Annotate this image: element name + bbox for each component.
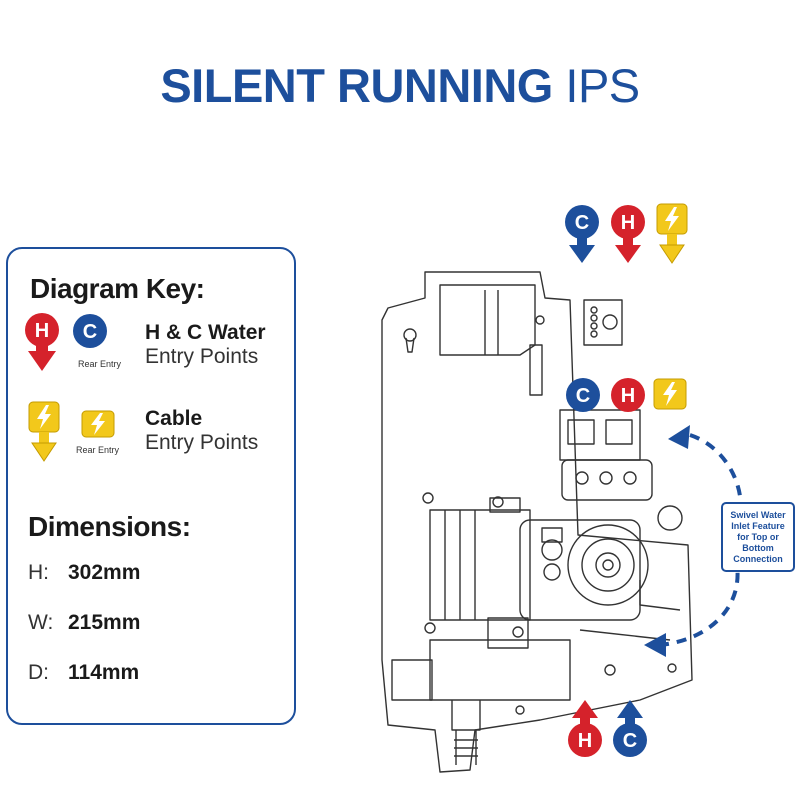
cold-water-rear-icon: C	[73, 314, 107, 348]
page-title: SILENT RUNNING IPS	[0, 58, 800, 113]
cable-down-icon	[28, 401, 60, 462]
pump-impeller	[567, 524, 649, 606]
dimension-value: 302mm	[68, 561, 141, 584]
callout-line: Swivel Water	[730, 510, 786, 520]
dimension-value: 114mm	[68, 661, 140, 684]
swivel-curved-arrow-icon	[644, 425, 743, 657]
swivel-inlet-callout: Swivel Water Inlet Feature for Top or Bo…	[721, 502, 795, 572]
unit-casing	[381, 271, 693, 773]
hot-water-top-entry-icon: H	[611, 205, 645, 263]
inlet-manifold	[559, 409, 641, 461]
motor	[429, 509, 531, 621]
cable-rear-entry-icon	[653, 378, 687, 410]
dimension-label: D:	[28, 661, 49, 684]
title-main: SILENT RUNNING	[160, 59, 553, 112]
hot-letter: H	[621, 212, 635, 234]
cable-rear-entry-label: Rear Entry	[76, 445, 120, 455]
dimension-width: W: 215mm	[28, 611, 140, 635]
cold-water-rear-entry-icon: C	[566, 378, 600, 412]
cold-letter: C	[83, 321, 97, 343]
unit-technical-drawing	[381, 271, 693, 773]
cold-water-bottom-entry-icon: C	[613, 700, 647, 757]
cable-rear-icon	[81, 410, 115, 438]
cable-label: Cable	[145, 407, 203, 430]
hot-letter: H	[621, 385, 635, 407]
terminal-housing	[439, 284, 536, 356]
cold-letter: C	[575, 212, 589, 234]
dimension-label: H:	[28, 561, 49, 584]
hot-water-rear-entry-icon: H	[611, 378, 645, 412]
dimensions-heading: Dimensions:	[28, 511, 191, 542]
terminal-block	[583, 299, 623, 346]
dimension-height: H: 302mm	[28, 561, 140, 585]
dimension-value: 215mm	[68, 611, 141, 634]
cable-top-entry-icon	[656, 203, 688, 264]
pump-body	[519, 519, 641, 621]
callout-line: for Top or	[737, 532, 779, 542]
callout-line: Bottom	[742, 543, 774, 553]
cable-label-sub: Entry Points	[145, 431, 259, 454]
dimension-label: W:	[28, 611, 54, 634]
dimension-depth: D: 114mm	[28, 661, 139, 685]
cold-water-top-entry-icon: C	[565, 205, 599, 263]
hot-water-bottom-entry-icon: H	[568, 700, 602, 757]
hot-letter: H	[35, 320, 49, 342]
title-suffix: IPS	[565, 59, 640, 112]
callout-line: Connection	[733, 554, 783, 564]
cold-letter: C	[623, 730, 637, 752]
water-label: H & C Water	[145, 321, 266, 344]
diagram-key-heading: Diagram Key:	[30, 273, 205, 304]
mounting-keyhole	[403, 328, 417, 342]
water-label-sub: Entry Points	[145, 345, 259, 368]
water-rear-entry-label: Rear Entry	[78, 359, 122, 369]
hot-water-down-icon: H	[25, 313, 59, 371]
diagram-key-panel: Diagram Key: H C Rear Entry H & C Water …	[6, 247, 296, 725]
hot-letter: H	[578, 730, 592, 752]
outlet-body	[429, 639, 571, 701]
callout-line: Inlet Feature	[731, 521, 785, 531]
cold-letter: C	[576, 385, 590, 407]
